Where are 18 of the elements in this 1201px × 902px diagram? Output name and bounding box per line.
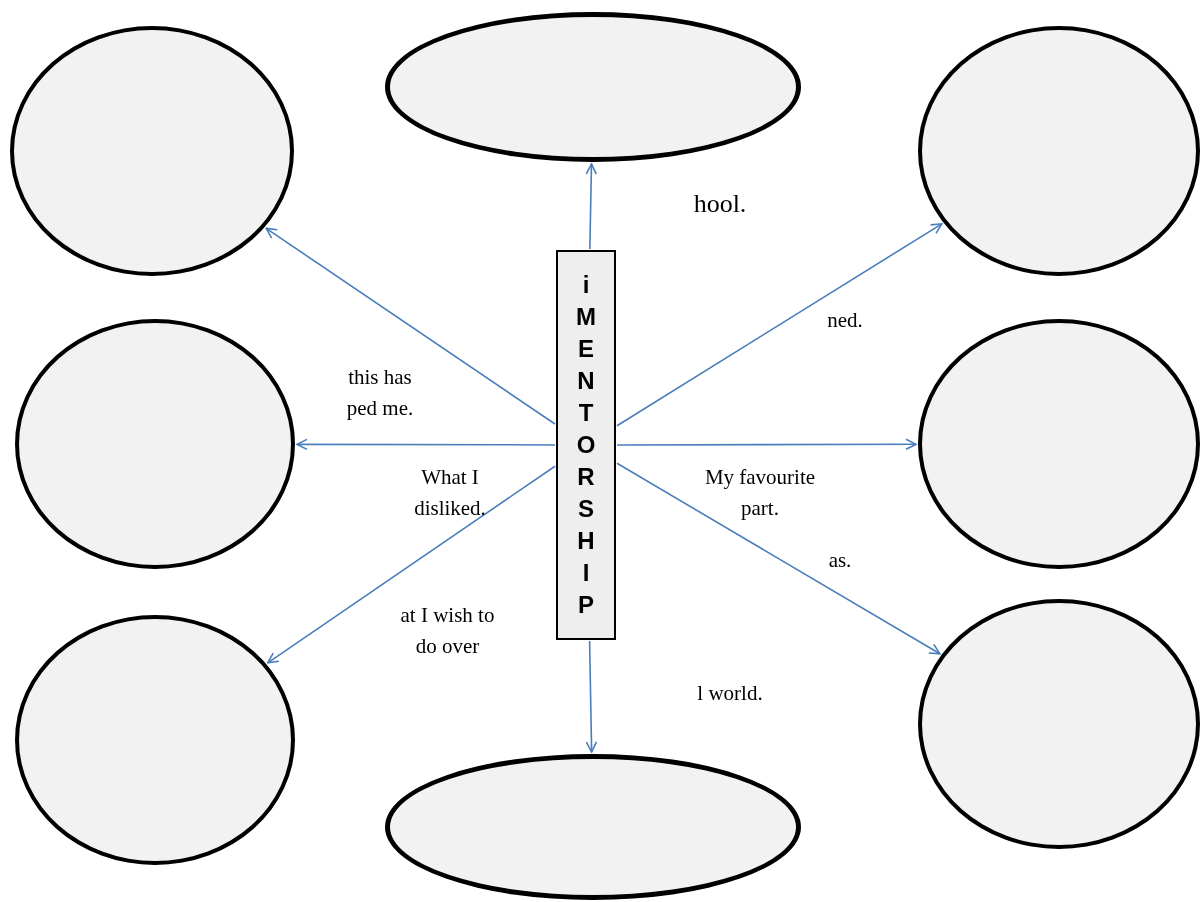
arrow — [296, 438, 556, 451]
prompt-text: as. — [827, 547, 853, 574]
prompt-text: My favourite part. — [703, 464, 817, 522]
arrow — [616, 223, 943, 427]
arrow — [265, 227, 556, 425]
prompt-text: l world. — [696, 680, 764, 707]
arrow — [616, 462, 941, 655]
arrow — [616, 438, 917, 451]
prompt-text: ned. — [826, 307, 864, 334]
prompt-text: at I wish to do over — [399, 602, 496, 660]
prompt-text: hool. — [692, 188, 748, 219]
prompt-text: What I disliked. — [413, 464, 487, 522]
arrow — [585, 163, 598, 250]
arrow — [266, 465, 556, 664]
prompt-text: this has ped me. — [345, 364, 415, 422]
arrow — [585, 640, 598, 753]
title-box — [556, 250, 616, 640]
vertical-title: iMENTORSHIP — [576, 270, 596, 620]
